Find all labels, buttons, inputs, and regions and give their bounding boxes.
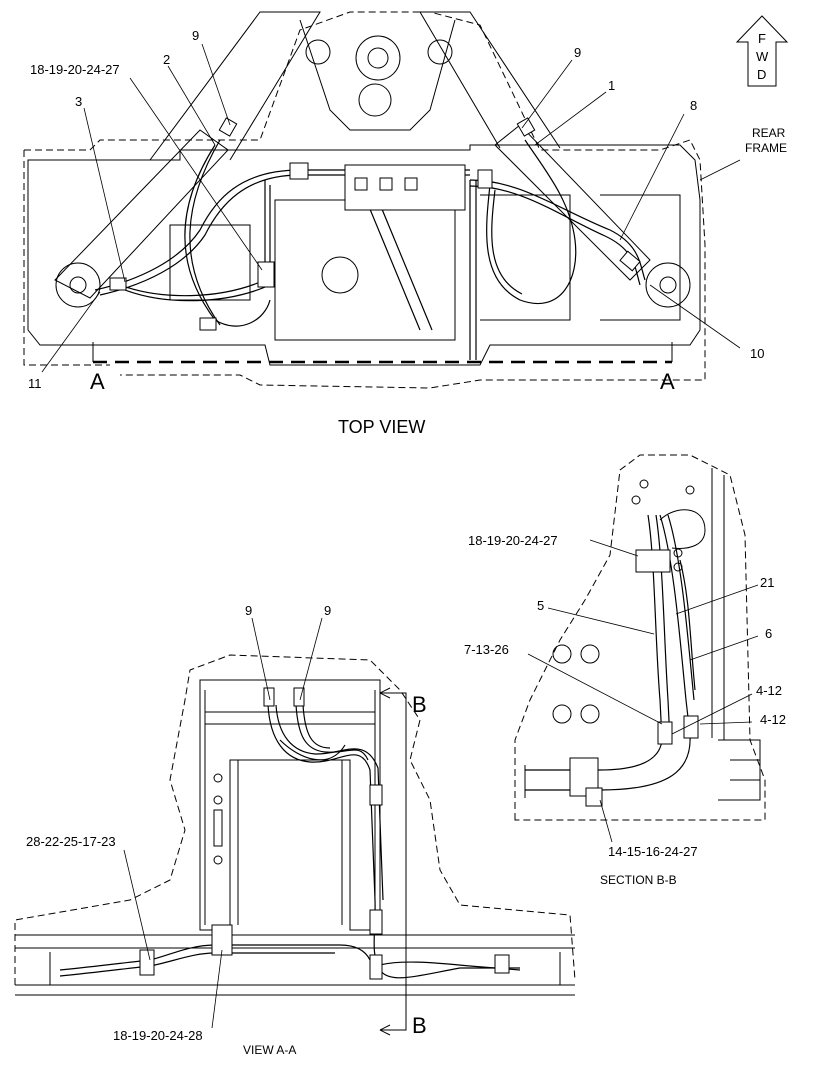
section-bb-drawing [514, 454, 766, 821]
section-letter-b-bottom: B [412, 1013, 427, 1038]
top-view-drawing [23, 11, 706, 389]
rear-frame-label-line1: REAR [752, 126, 786, 140]
callout-18-19-20-24-27-bb: 18-19-20-24-27 [468, 533, 558, 548]
callout-9-top-left: 9 [192, 28, 199, 43]
callout-4-12-b: 4-12 [760, 712, 786, 727]
section-bb-labels: 18-19-20-24-27 21 5 6 7-13-26 4-12 4-12 … [464, 533, 786, 887]
callout-9-view-aa-a: 9 [245, 603, 252, 618]
callout-2: 2 [163, 52, 170, 67]
callout-6: 6 [765, 626, 772, 641]
fwd-letter-w: W [756, 49, 769, 64]
callout-10: 10 [750, 346, 764, 361]
fwd-letter-f: F [758, 31, 766, 46]
callout-7-13-26: 7-13-26 [464, 642, 509, 657]
callout-1: 1 [608, 78, 615, 93]
callout-5: 5 [537, 598, 544, 613]
callout-18-19-20-24-27-top: 18-19-20-24-27 [30, 62, 120, 77]
section-letter-a-left: A [90, 369, 105, 394]
rear-frame-label-line2: FRAME [745, 141, 787, 155]
callout-28-22-25-17-23: 28-22-25-17-23 [26, 834, 116, 849]
top-view-labels: 9 18-19-20-24-27 2 3 11 9 1 8 10 REAR FR… [28, 28, 787, 437]
section-letter-b-top: B [412, 692, 427, 717]
fwd-letter-d: D [757, 67, 766, 82]
callout-9-view-aa-b: 9 [324, 603, 331, 618]
view-aa-caption: VIEW A-A [243, 1043, 296, 1057]
section-bb-caption: SECTION B-B [600, 873, 677, 887]
section-bb-leaders [527, 539, 759, 843]
top-view-caption: TOP VIEW [338, 417, 425, 437]
callout-3: 3 [75, 94, 82, 109]
callout-8: 8 [690, 98, 697, 113]
callout-14-15-16-24-27: 14-15-16-24-27 [608, 844, 698, 859]
view-aa-leaders [123, 617, 323, 1029]
top-view-leaders [41, 43, 741, 373]
section-letter-a-right: A [660, 369, 675, 394]
callout-11: 11 [28, 376, 42, 391]
fwd-arrow: F W D [735, 15, 789, 87]
callout-9-top-right: 9 [574, 45, 581, 60]
callout-4-12-a: 4-12 [756, 683, 782, 698]
callout-18-19-20-24-28: 18-19-20-24-28 [113, 1028, 203, 1043]
callout-21: 21 [760, 575, 774, 590]
view-aa-labels: 9 9 28-22-25-17-23 18-19-20-24-28 B B VI… [26, 603, 427, 1057]
